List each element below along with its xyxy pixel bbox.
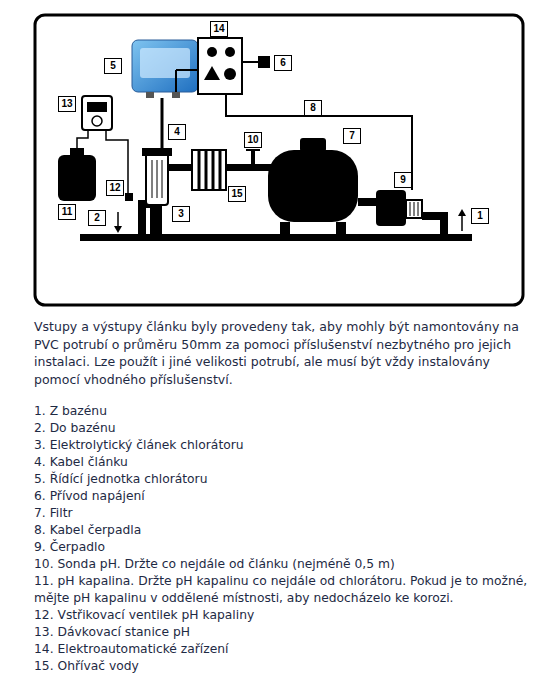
main-pipe: [80, 234, 472, 241]
callout-number: 15: [228, 186, 246, 202]
power-supply: [258, 56, 270, 68]
callout-number: 4: [168, 124, 186, 140]
pump-cable: [226, 94, 412, 190]
list-item: 15. Ohřívač vody: [34, 658, 534, 675]
pump: [358, 190, 448, 236]
list-item: 12. Vstřikovací ventilek pH kapaliny: [34, 607, 534, 624]
callout-number: 13: [58, 96, 76, 112]
callout-number: 9: [394, 172, 412, 188]
list-item: 9. Čerpadlo: [34, 539, 534, 556]
callout-number: 11: [58, 204, 76, 220]
list-item: 6. Přívod napájení: [34, 488, 534, 505]
list-item: 4. Kabel článku: [34, 454, 534, 471]
ph-liquid-tank: [58, 148, 96, 201]
list-item: 1. Z bazénu: [34, 403, 534, 420]
list-item: 7. Filtr: [34, 505, 534, 522]
list-item: 2. Do bazénu: [34, 420, 534, 437]
list-item: 11. pH kapalina. Držte pH kapalinu co ne…: [34, 573, 534, 607]
electro-automatic-box: [198, 38, 242, 94]
list-item: 8. Kabel čerpadla: [34, 522, 534, 539]
callout-number: 10: [244, 132, 262, 148]
list-item: 5. Řídící jednotka chlorátoru: [34, 471, 534, 488]
list-item: 13. Dávkovací stanice pH: [34, 624, 534, 641]
chlorinator-control-unit: [132, 40, 198, 98]
injection-valve: [125, 193, 133, 201]
callout-number: 8: [304, 100, 322, 116]
diagram-frame: [35, 15, 523, 305]
list-item: 10. Sonda pH. Držte co nejdále od článku…: [34, 556, 534, 573]
callout-number: 7: [343, 128, 361, 144]
callout-number: 14: [210, 21, 228, 37]
callout-number: 1: [471, 208, 489, 224]
cell-cable: [161, 98, 164, 148]
callout-number: 2: [88, 210, 106, 226]
ph-probe: [251, 150, 255, 165]
callout-number: 5: [104, 58, 122, 74]
water-heater: [192, 150, 226, 190]
ph-dosing-station: [82, 96, 112, 130]
callout-number: 6: [274, 55, 292, 71]
callout-number: 12: [106, 180, 124, 196]
caption-text: Vstupy a výstupy článku byly provedeny t…: [34, 318, 530, 388]
list-item: 14. Elektroautomatické zařízení: [34, 641, 534, 658]
legend-list: 1. Z bazénu2. Do bazénu3. Elektrolytický…: [34, 403, 534, 675]
list-item: 3. Elektrolytický článek chlorátoru: [34, 437, 534, 454]
sand-filter: [268, 138, 358, 234]
callout-number: 3: [172, 206, 190, 222]
electrolytic-cell: [142, 148, 172, 205]
